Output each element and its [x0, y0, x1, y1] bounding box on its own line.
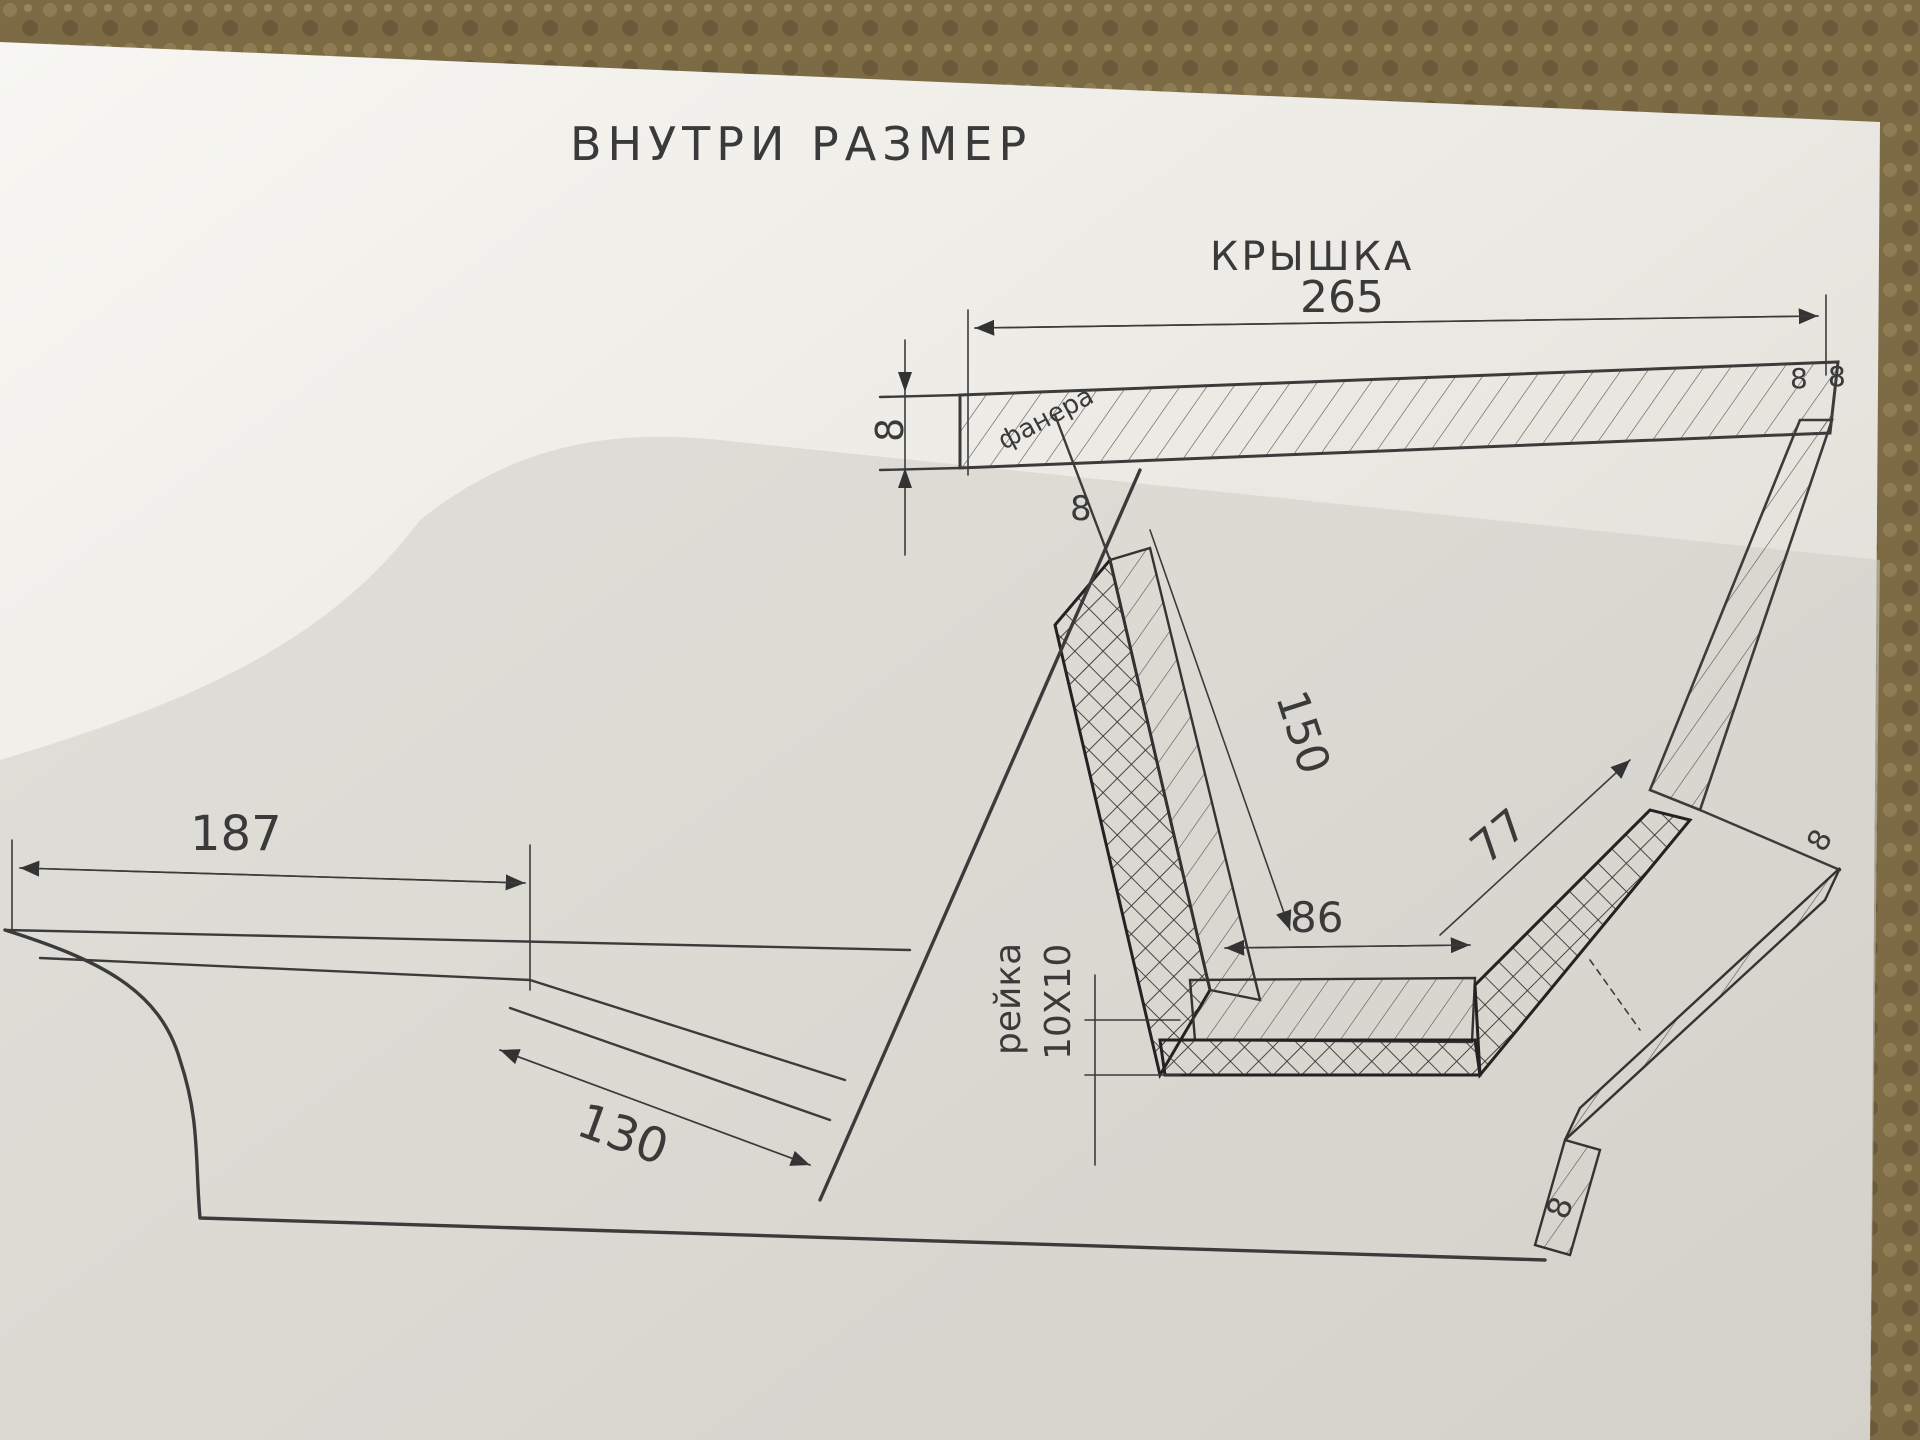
right-slope-dimension-line	[1439, 759, 1631, 936]
slat-size: 10Х10	[1038, 944, 1079, 1060]
top-thickness-arrow-up	[898, 468, 912, 488]
right-lid-thickness-value: 8	[1790, 362, 1808, 395]
left-slope-top	[528, 978, 847, 1082]
bottom-slat-crosshatch	[1158, 1038, 1482, 1077]
right-slope-top-edge	[1698, 808, 1842, 872]
top-thickness-arrow-down	[898, 372, 912, 392]
inner-bottom-value: 86	[1290, 893, 1343, 942]
right-slope-crosshatch	[1473, 808, 1693, 1079]
lid-board	[958, 360, 1840, 470]
top-thickness-value: 8	[868, 418, 912, 442]
far-right-dashed-line	[1589, 959, 1641, 1031]
lid-bottom-ext	[878, 466, 962, 472]
lid-label: КРЫШКА	[1210, 234, 1414, 280]
slat-label: рейка	[988, 943, 1029, 1055]
right-lid-thickness-value-2: 8	[1828, 360, 1846, 393]
left-top-length-value: 187	[190, 806, 282, 862]
sketch-title: ВНУТРИ РАЗМЕР	[570, 117, 1032, 171]
lid-dimension-line-rev	[974, 315, 1819, 336]
center-wall-thickness-value: 8	[1070, 489, 1092, 529]
left-top-edge	[3, 928, 912, 952]
inner-bottom-dimension-line-rev	[1224, 939, 1471, 956]
left-slope-dimension-line-rev	[499, 1049, 811, 1166]
inner-bottom-board	[1188, 976, 1477, 1044]
left-top-dimension-line-rev	[19, 860, 526, 884]
lower-right-foot	[1533, 1138, 1602, 1257]
left-body-outline	[3, 928, 1547, 1262]
center-outer-edge	[818, 468, 1142, 1202]
left-inner-edge	[38, 956, 532, 982]
left-slope-bottom	[508, 1006, 832, 1122]
slant-dimension-line	[1149, 529, 1292, 931]
center-wall-upper-left	[1053, 413, 1112, 562]
paper-shadow	[0, 436, 1880, 1440]
lid-top-ext	[878, 393, 962, 399]
lid-width-value: 265	[1300, 272, 1384, 323]
